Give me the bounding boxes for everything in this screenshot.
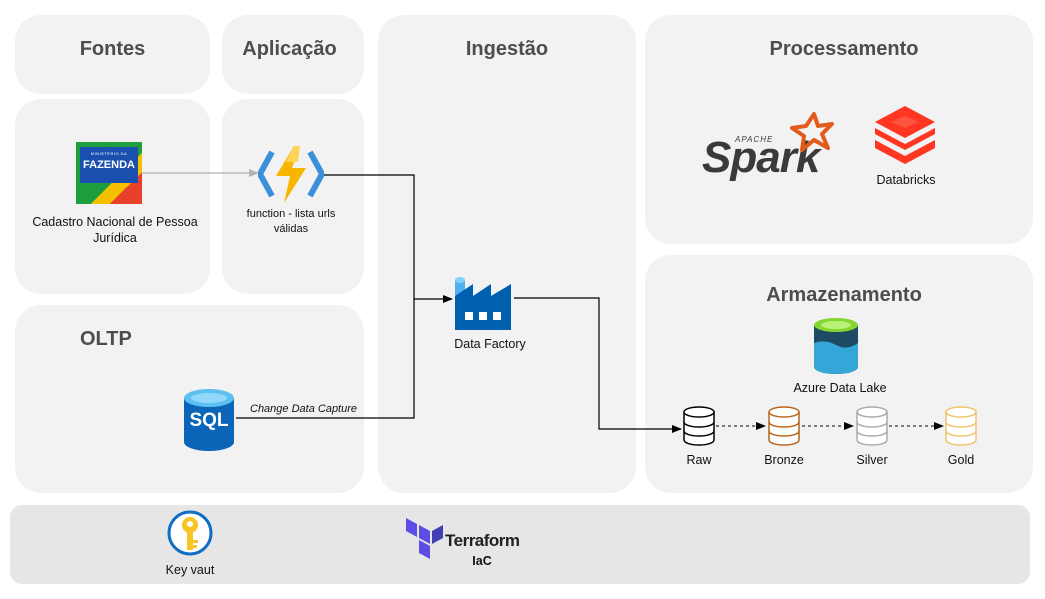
data-factory-label: Data Factory bbox=[454, 337, 526, 351]
processamento-title: Processamento bbox=[769, 38, 919, 60]
ingestao-title: Ingestão bbox=[465, 38, 549, 60]
aplicacao-header-panel bbox=[222, 15, 364, 94]
processamento-panel bbox=[645, 15, 1033, 244]
key-vault-icon bbox=[167, 510, 213, 556]
silver-label: Silver bbox=[856, 453, 888, 467]
silver-database-icon bbox=[856, 406, 888, 446]
spark-text: Spark bbox=[702, 133, 820, 182]
bronze-label: Bronze bbox=[764, 453, 804, 467]
aplicacao-title: Aplicação bbox=[242, 38, 337, 60]
oltp-title: OLTP bbox=[80, 328, 132, 350]
ingestao-panel bbox=[378, 15, 636, 493]
databricks-icon bbox=[875, 106, 935, 164]
sql-to-datafactory-arrow bbox=[236, 299, 415, 419]
raw-label: Raw bbox=[686, 453, 712, 467]
armazenamento-title: Armazenamento bbox=[766, 284, 922, 306]
bronze-database-icon bbox=[768, 406, 800, 446]
gold-label: Gold bbox=[947, 453, 975, 467]
fontes-header-panel bbox=[15, 15, 210, 94]
iac-label: IaC bbox=[472, 554, 492, 568]
spark-star-icon bbox=[790, 112, 834, 152]
fazenda-logo: MINISTÉRIO DA FAZENDA bbox=[76, 142, 142, 204]
datalake-label: Azure Data Lake bbox=[793, 381, 887, 395]
terraform-text: Terraform bbox=[445, 531, 520, 550]
fazenda-label: Cadastro Nacional de Pessoa Jurídica bbox=[32, 215, 198, 245]
data-factory-icon bbox=[455, 277, 511, 330]
apache-spark-logo: APACHE Spark bbox=[702, 112, 837, 182]
azure-function-icon bbox=[258, 146, 324, 203]
fazenda-logo-text: FAZENDA bbox=[83, 159, 135, 171]
fazenda-logo-small-text: MINISTÉRIO DA bbox=[90, 151, 128, 156]
raw-database-icon bbox=[683, 406, 715, 446]
fontes-title: Fontes bbox=[79, 38, 146, 60]
function-label: function - lista urls válidas bbox=[246, 208, 336, 235]
cdc-label: Change Data Capture bbox=[250, 403, 358, 415]
armazenamento-panel bbox=[645, 255, 1033, 493]
spark-apache-text: APACHE bbox=[735, 135, 774, 144]
gold-database-icon bbox=[945, 406, 977, 446]
function-to-datafactory-arrow bbox=[324, 174, 453, 303]
azure-data-lake-icon bbox=[814, 318, 858, 374]
sql-text: SQL bbox=[189, 410, 229, 431]
datafactory-to-raw-arrow bbox=[514, 297, 682, 433]
keyvault-label: Key vaut bbox=[165, 563, 215, 577]
sql-database-icon bbox=[184, 389, 234, 451]
aplicacao-panel bbox=[222, 99, 364, 294]
terraform-icon bbox=[406, 518, 443, 559]
databricks-label: Databricks bbox=[876, 173, 936, 187]
